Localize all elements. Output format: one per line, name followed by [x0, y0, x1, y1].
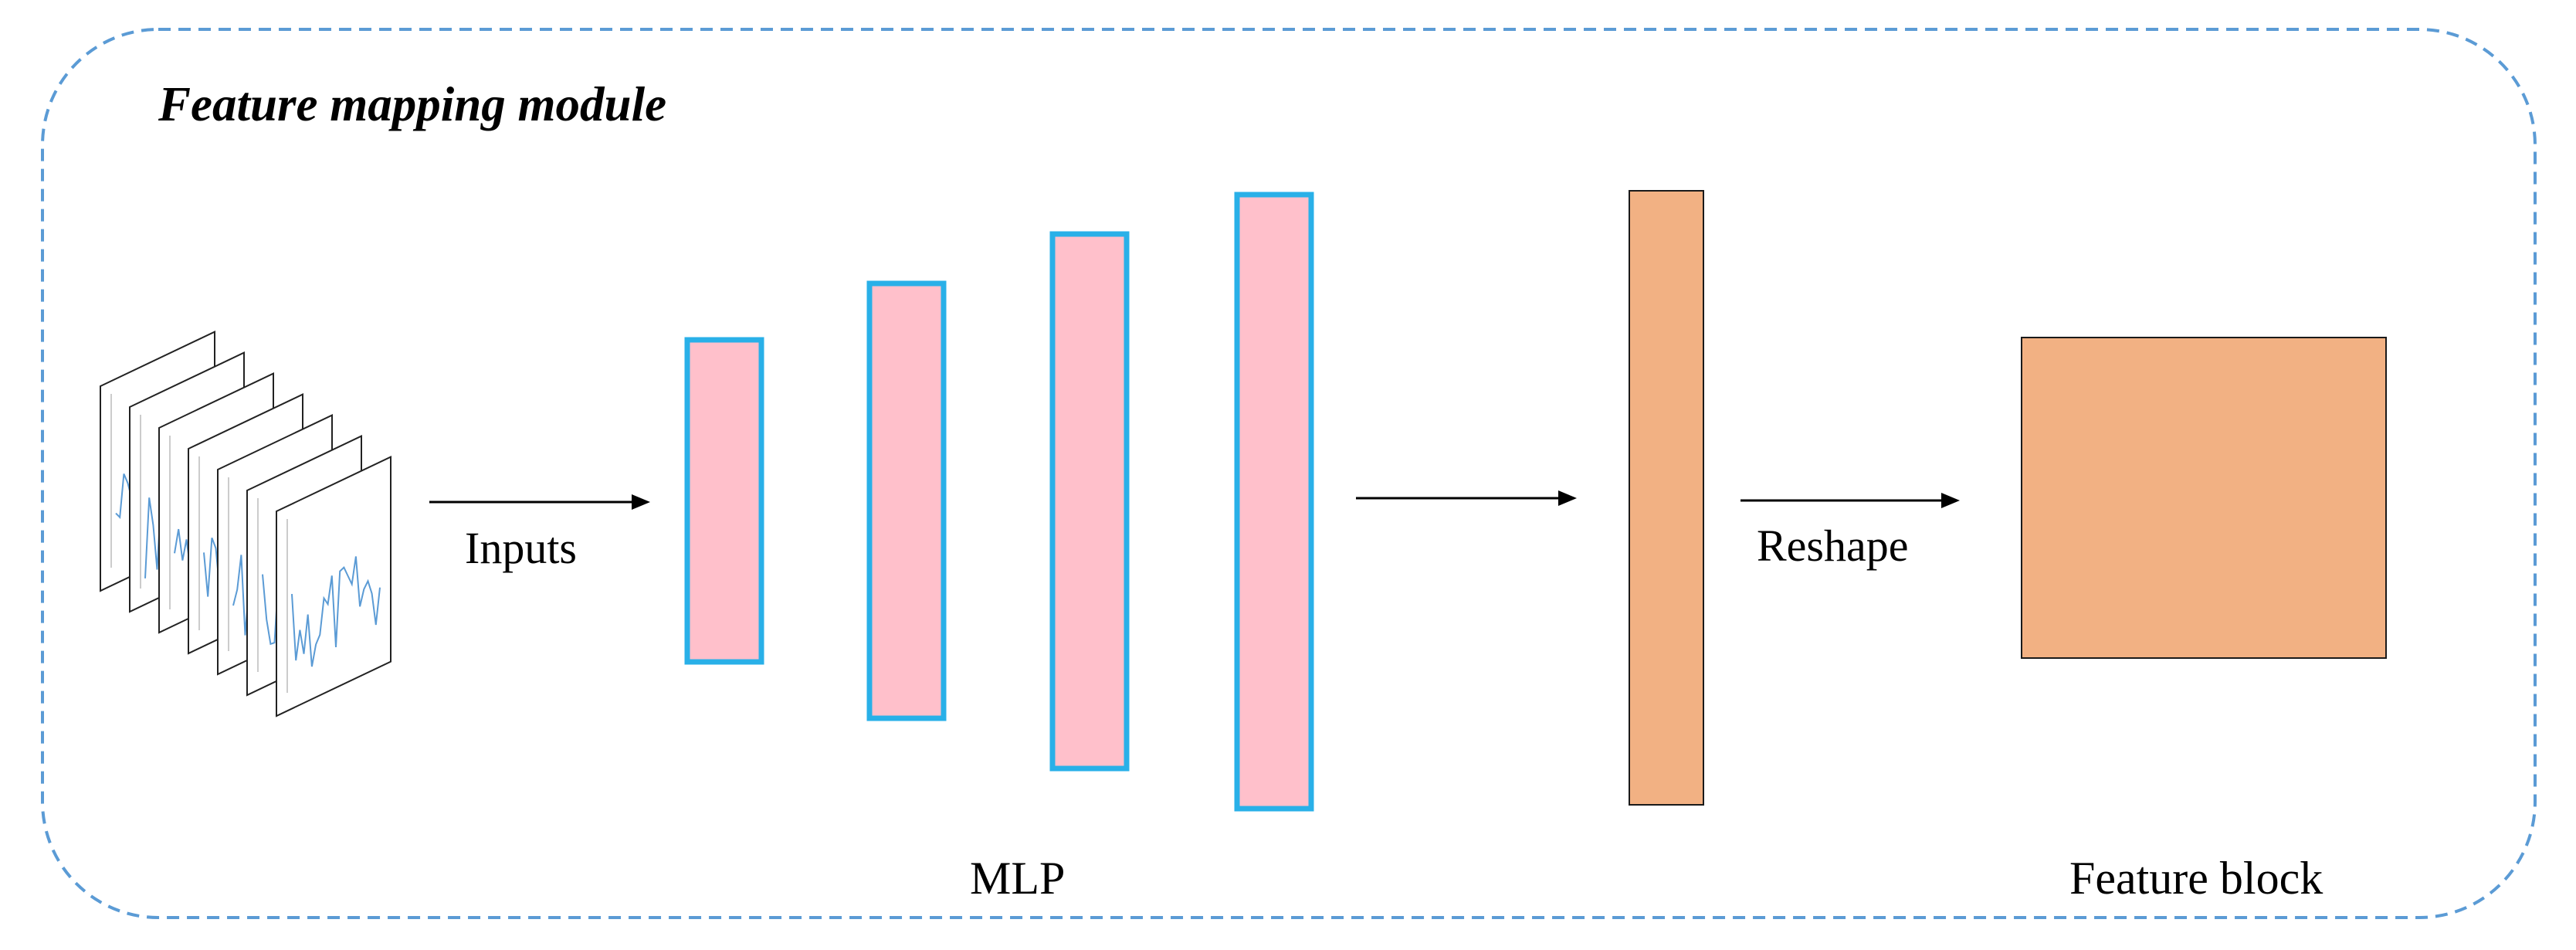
- mlp-layer-1: [684, 337, 764, 665]
- feature-vector: [1629, 190, 1704, 806]
- reshape-label: Reshape: [1757, 521, 1909, 571]
- feature-block-label: Feature block: [2069, 853, 2323, 904]
- reshape-arrow: [1740, 493, 1960, 508]
- mlp-output-arrow: [1356, 490, 1577, 506]
- inputs-arrow: [429, 494, 650, 510]
- module-title: Feature mapping module: [158, 77, 667, 131]
- module-frame: [41, 28, 2537, 919]
- input-plots-stack: [100, 331, 391, 718]
- inputs-label: Inputs: [465, 523, 577, 573]
- mlp-layer-2: [866, 280, 947, 721]
- mlp-layer-3: [1049, 231, 1130, 772]
- feature-block: [2021, 337, 2387, 659]
- input-plot-sheet: [276, 456, 391, 718]
- mlp-label: MLP: [970, 853, 1066, 904]
- mlp-layer-4: [1234, 192, 1314, 812]
